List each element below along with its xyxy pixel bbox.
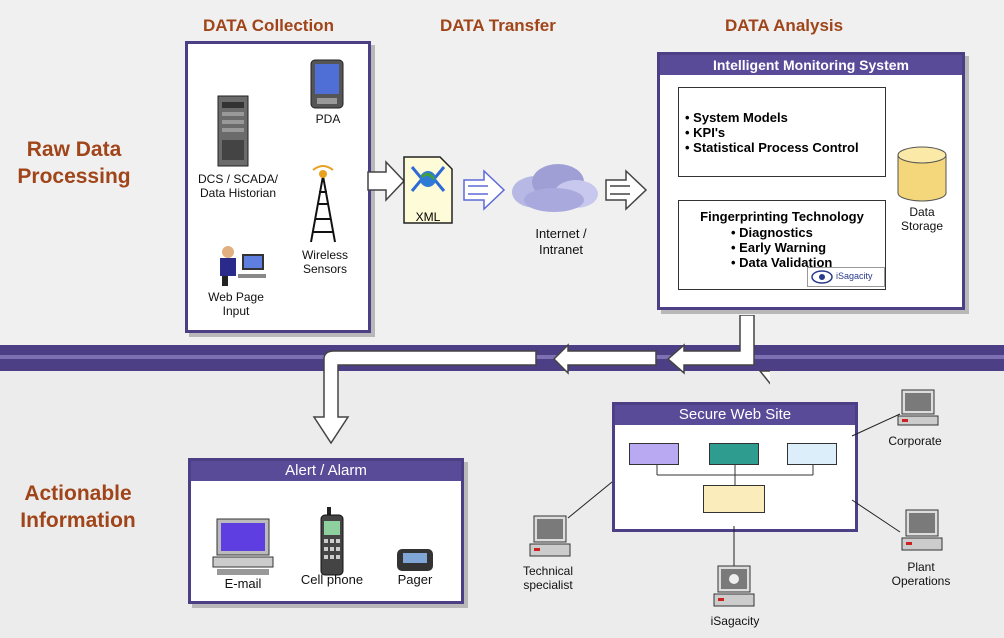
person-computer-icon <box>220 246 266 286</box>
cellphone-icon <box>320 507 344 576</box>
alert-panel-title: Alert / Alarm <box>191 461 461 481</box>
fp-item-text: Early Warning <box>739 240 827 255</box>
dcs-label-line2: Data Historian <box>199 186 277 200</box>
isagacity-logo: iSagacity <box>807 267 885 287</box>
band-arrows <box>312 315 770 445</box>
bullet-text: Statistical Process Control <box>693 140 859 155</box>
fingerprint-list: • Diagnostics • Early Warning • Data Val… <box>731 225 832 270</box>
eye-icon <box>811 270 833 284</box>
arrow-to-xml <box>367 160 406 202</box>
plant-label-line1: Plant <box>907 560 935 574</box>
arrow-to-analysis <box>605 169 648 211</box>
wireless-tower-icon <box>310 165 336 243</box>
monitor-icon <box>212 518 274 575</box>
plant-operations-label: Plant Operations <box>884 560 958 588</box>
wireless-label-line2: Sensors <box>302 262 348 276</box>
computer-technical-icon <box>529 515 571 557</box>
logo-text: iSagacity <box>836 271 873 281</box>
block-teal <box>709 443 759 465</box>
fingerprint-title: Fingerprinting Technology <box>700 209 864 224</box>
cellphone-label: Cell phone <box>300 572 364 587</box>
actionable-label: Actionable Information <box>8 480 148 534</box>
pager-label: Pager <box>397 572 433 587</box>
webpage-label-line1: Web Page <box>208 290 264 304</box>
fingerprinting-box: Fingerprinting Technology • Diagnostics … <box>678 200 886 290</box>
models-bullet-list: • System Models • KPI's • Statistical Pr… <box>685 110 859 155</box>
corporate-label: Corporate <box>888 434 942 448</box>
fp-item: • Early Warning <box>731 240 827 255</box>
collection-panel: DCS / SCADA/ Data Historian PDA Wireless… <box>185 41 371 333</box>
bullet-text: System Models <box>693 110 788 125</box>
arrow-to-internet <box>463 169 506 211</box>
action-label-line1: Actionable <box>24 482 132 505</box>
header-collection: DATA Collection <box>203 16 334 35</box>
xml-label: XML <box>415 210 441 224</box>
fp-item-text: Data Validation <box>739 255 833 270</box>
internet-label-line2: Intranet <box>538 242 584 257</box>
block-yellow <box>703 485 765 513</box>
server-icon <box>217 95 249 167</box>
bullet-item: • Statistical Process Control <box>685 140 859 155</box>
bullet-item: • System Models <box>685 110 788 125</box>
computer-isagacity-icon <box>713 565 755 607</box>
xml-document-icon <box>403 156 453 224</box>
computer-plant-icon <box>901 509 943 551</box>
isagacity-label: iSagacity <box>710 614 760 628</box>
computer-corporate-icon <box>897 389 939 426</box>
wireless-label-line1: Wireless <box>301 248 348 262</box>
email-label: E-mail <box>224 576 262 591</box>
dcs-label-line1: DCS / SCADA/ <box>197 172 278 186</box>
plant-label-line2: Operations <box>891 574 951 588</box>
website-panel-title: Secure Web Site <box>615 405 855 425</box>
analysis-panel: Intelligent Monitoring System • System M… <box>657 52 965 310</box>
technical-specialist-label: Technical specialist <box>508 564 588 592</box>
header-transfer: DATA Transfer <box>440 16 556 35</box>
storage-label-line1: Data <box>909 205 935 219</box>
wireless-label: Wireless Sensors <box>290 248 360 276</box>
website-panel: Secure Web Site <box>612 402 858 532</box>
fp-item: • Data Validation <box>731 255 833 270</box>
block-lightblue <box>787 443 837 465</box>
bullet-item: • KPI's <box>685 125 726 140</box>
tech-label-line1: Technical <box>522 564 574 578</box>
cloud-icon <box>512 164 598 212</box>
storage-icon <box>897 146 947 202</box>
webpage-label-line2: Input <box>222 304 250 318</box>
raw-label-line1: Raw Data <box>26 138 122 161</box>
internet-label: Internet / Intranet <box>516 226 606 258</box>
storage-label: Data Storage <box>888 205 956 233</box>
action-label-line2: Information <box>20 509 136 532</box>
raw-data-label: Raw Data Processing <box>10 136 138 190</box>
pda-icon <box>310 59 344 109</box>
bullet-text: KPI's <box>693 125 726 140</box>
models-box: • System Models • KPI's • Statistical Pr… <box>678 87 886 177</box>
pager-icon <box>397 549 433 571</box>
block-lavender <box>629 443 679 465</box>
alert-panel: Alert / Alarm E-mail Cell phone Pager <box>188 458 464 604</box>
fp-item: • Diagnostics <box>731 225 813 240</box>
analysis-panel-title: Intelligent Monitoring System <box>660 55 962 75</box>
fp-item-text: Diagnostics <box>739 225 813 240</box>
dcs-label: DCS / SCADA/ Data Historian <box>190 172 286 200</box>
webpage-label: Web Page Input <box>194 290 278 318</box>
internet-label-line1: Internet / <box>535 226 587 241</box>
pda-label: PDA <box>315 112 341 126</box>
website-connectors <box>567 413 901 568</box>
tech-label-line2: specialist <box>523 578 573 592</box>
header-analysis: DATA Analysis <box>725 16 844 35</box>
raw-label-line2: Processing <box>17 165 131 188</box>
storage-label-line2: Storage <box>900 219 944 233</box>
